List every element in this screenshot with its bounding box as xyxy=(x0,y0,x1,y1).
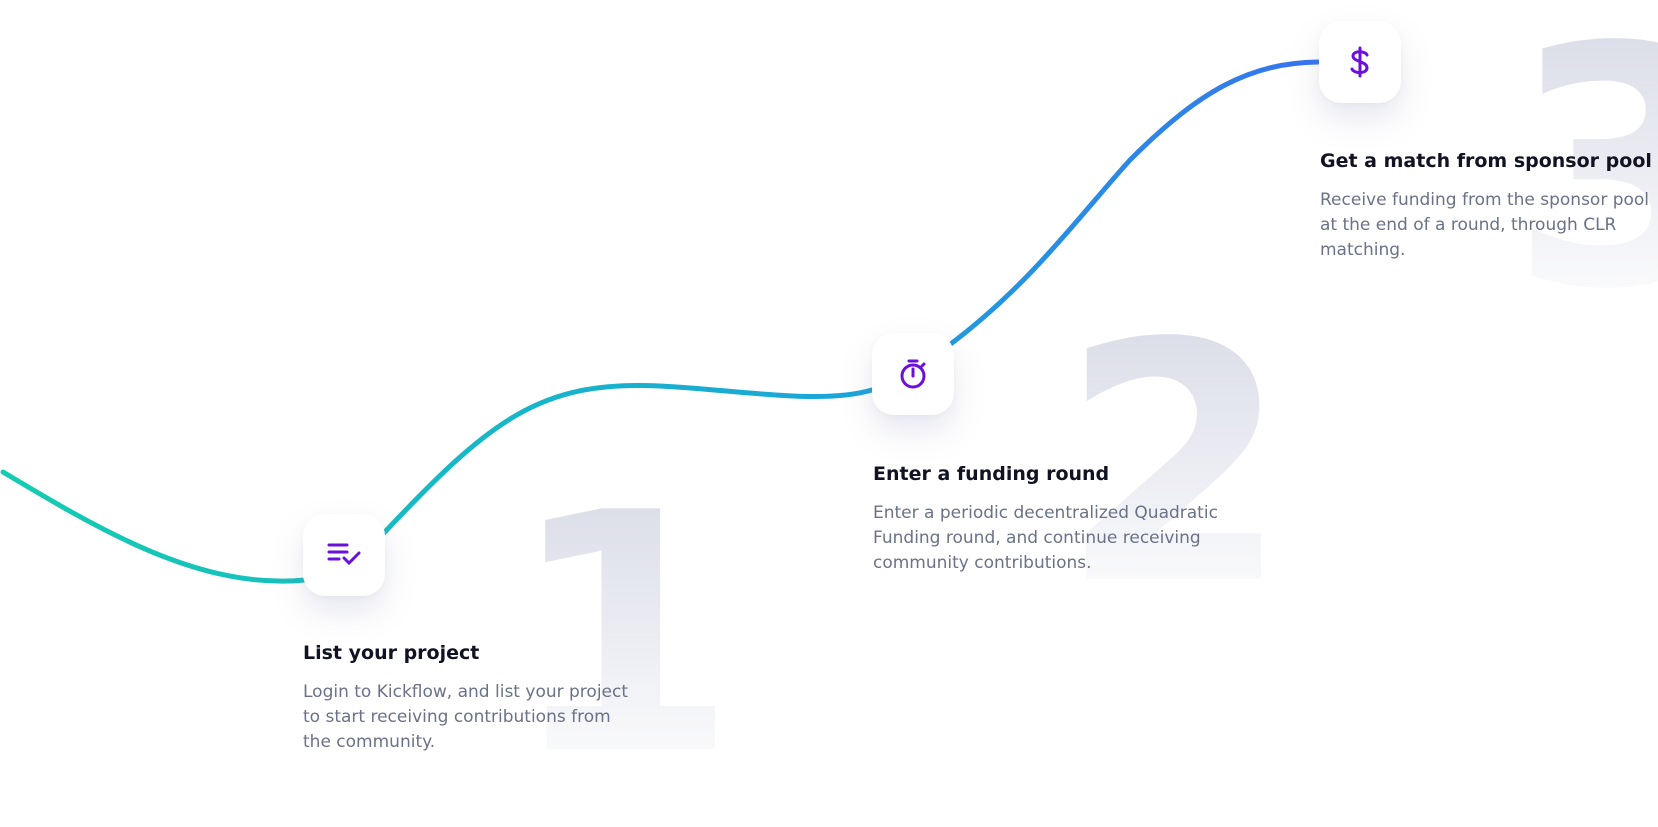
step-2: Enter a funding round Enter a periodic d… xyxy=(873,463,1233,576)
step-number-2: 2 xyxy=(1060,273,1290,657)
progress-curve xyxy=(0,59,1321,584)
step-description: Enter a periodic decentralized Quadratic… xyxy=(873,503,1218,573)
dollar-icon xyxy=(1350,46,1369,78)
step-1: List your project Login to Kickflow, and… xyxy=(303,642,643,755)
step-3-icon-box xyxy=(1319,21,1401,103)
step-2-icon-box xyxy=(872,333,954,415)
step-title: Get a match from sponsor pool xyxy=(1320,150,1652,172)
step-number-1: 1 xyxy=(508,443,738,827)
step-title: Enter a funding round xyxy=(873,463,1110,485)
curve-segment-start xyxy=(0,469,308,584)
list-check-icon xyxy=(327,543,361,566)
step-description: Login to Kickflow, and list your project… xyxy=(303,682,629,752)
step-number-3: 3 xyxy=(1510,4,1658,334)
step-title: List your project xyxy=(303,642,480,664)
curve-segment-middle xyxy=(379,382,875,538)
step-1-icon-box xyxy=(303,514,385,596)
step-description: Receive funding from the sponsor pool at… xyxy=(1320,190,1650,260)
stopwatch-icon xyxy=(900,359,926,389)
step-3: Get a match from sponsor pool Receive fu… xyxy=(1320,150,1658,263)
curve-segment-end xyxy=(945,59,1321,349)
